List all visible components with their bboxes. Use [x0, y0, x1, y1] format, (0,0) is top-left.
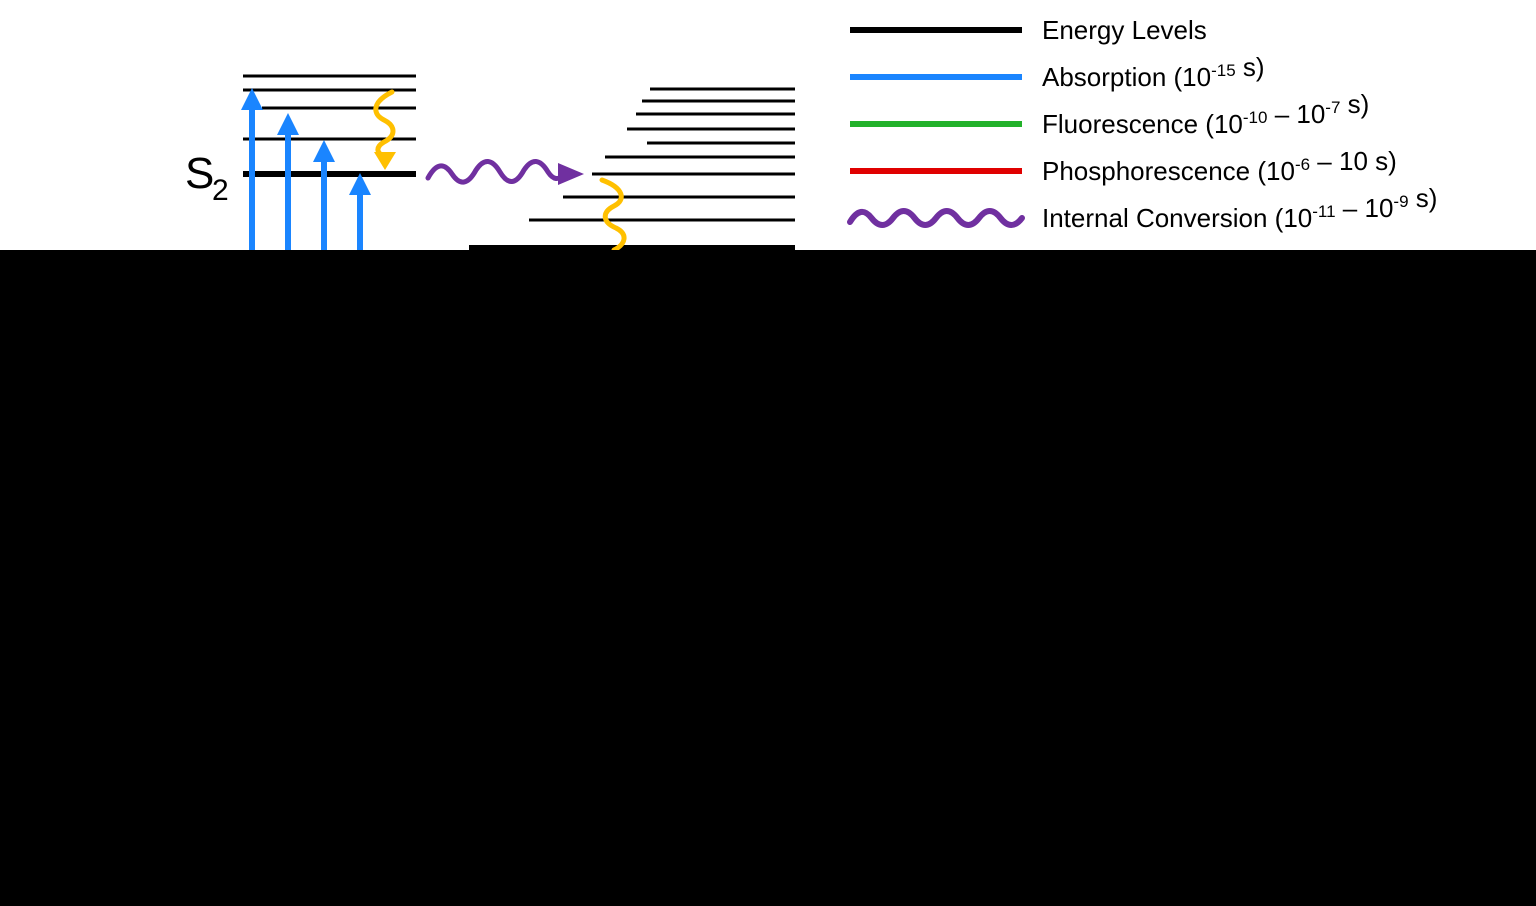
jablonski-diagram: S 2 — [0, 0, 1536, 250]
internal-conversion-wave — [425, 159, 567, 185]
vibrational-relaxation-squiggle — [599, 177, 627, 250]
state-label-subscript: 2 — [212, 174, 229, 207]
legend-label-fluorescence: Fluorescence (10-10 – 10-7 s) — [1042, 89, 1369, 139]
internal-conversion-arrow — [425, 159, 584, 185]
absorption-arrowhead — [277, 113, 299, 135]
diagram-svg: S 2 — [185, 15, 1437, 250]
internal-conversion-arrowhead — [558, 163, 584, 185]
legend-item-energy-levels: Energy Levels — [850, 15, 1207, 45]
absorption-arrowhead — [349, 173, 371, 195]
right-level-stack — [469, 87, 795, 250]
absorption-arrowhead — [313, 140, 335, 162]
legend-label-internal-conversion: Internal Conversion (10-11 – 10-9 s) — [1042, 183, 1437, 233]
legend-item-internal-conversion: Internal Conversion (10-11 – 10-9 s) — [847, 183, 1437, 233]
vibrational-relaxation-left — [373, 89, 396, 170]
absorption-arrows — [241, 88, 371, 250]
legend-item-fluorescence: Fluorescence (10-10 – 10-7 s) — [850, 89, 1369, 139]
absorption-arrowhead — [241, 88, 263, 110]
legend-item-absorption: Absorption (10-15 s) — [850, 52, 1265, 92]
vibrational-relaxation-squiggle — [373, 89, 396, 159]
vibrational-relaxation-right — [599, 177, 627, 250]
legend-label-energy-levels: Energy Levels — [1042, 15, 1207, 45]
vibrational-relaxation-arrowhead — [374, 152, 396, 170]
state-label-s2: S 2 — [185, 149, 229, 207]
legend-item-phosphorescence: Phosphorescence (10-6 – 10 s) — [850, 146, 1397, 186]
legend-label-absorption: Absorption (10-15 s) — [1042, 52, 1265, 92]
state-label-letter: S — [185, 149, 214, 198]
legend-swatch-internal-conversion — [847, 208, 1025, 228]
legend-label-phosphorescence: Phosphorescence (10-6 – 10 s) — [1042, 146, 1397, 186]
